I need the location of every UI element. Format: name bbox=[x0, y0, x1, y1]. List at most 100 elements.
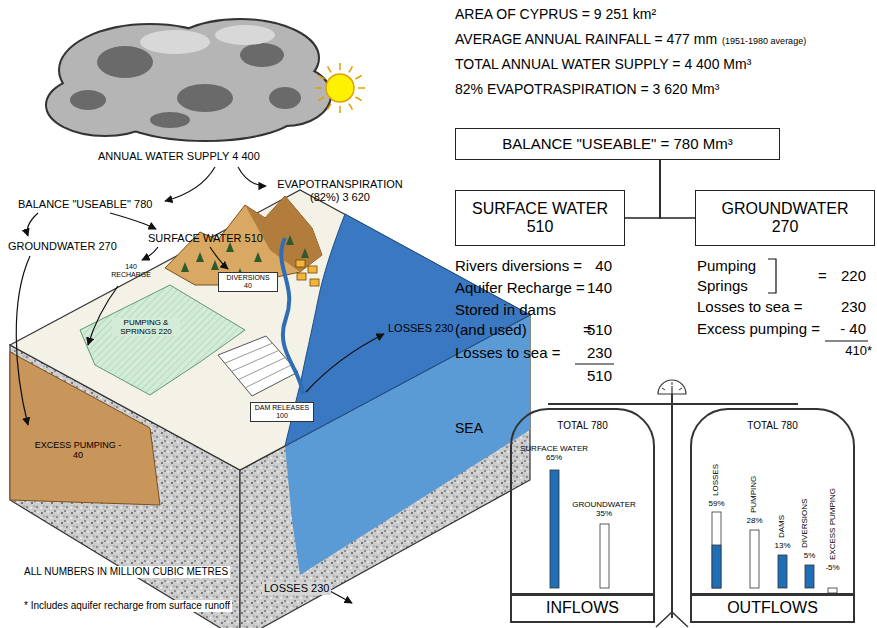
sun-ray bbox=[358, 87, 365, 89]
balance-scale bbox=[679, 388, 682, 390]
bar-value: -5% bbox=[825, 563, 839, 572]
balance-scale bbox=[672, 382, 673, 385]
sun-ray bbox=[349, 66, 353, 72]
bar-chart bbox=[750, 530, 759, 588]
bar-value: 59% bbox=[708, 499, 724, 508]
box-text: 270 bbox=[772, 218, 799, 236]
table-number: 230 bbox=[841, 298, 866, 315]
balance-scale bbox=[548, 380, 798, 627]
block-diagram bbox=[80, 285, 245, 395]
scale-pan: TOTAL 780INFLOWS bbox=[510, 408, 655, 623]
box-text: DAM RELEASES 100 bbox=[254, 404, 310, 420]
callout-box: DAM RELEASES 100 bbox=[250, 402, 314, 422]
cloud bbox=[70, 90, 106, 110]
block-diagram bbox=[10, 190, 530, 628]
flow-label: SURFACE WATER 510 bbox=[148, 232, 263, 245]
block-diagram bbox=[245, 365, 291, 388]
connector-line bbox=[625, 160, 660, 218]
table-number: 510 bbox=[587, 321, 612, 338]
flow-arrow bbox=[238, 167, 266, 186]
connector-line bbox=[660, 160, 695, 218]
block-diagram bbox=[10, 190, 530, 470]
block-diagram bbox=[310, 279, 319, 286]
cloud bbox=[47, 20, 330, 140]
cloud bbox=[215, 25, 275, 45]
units-note: ALL NUMBERS IN MILLION CUBIC METRES bbox=[22, 566, 230, 578]
flow-label: 140 RECHARGE bbox=[108, 263, 154, 279]
balance-scale bbox=[671, 386, 672, 394]
flow-arrow bbox=[306, 334, 384, 392]
box-text: BALANCE "USEABLE" = 780 Mm³ bbox=[502, 135, 732, 152]
table-number: - 40 bbox=[840, 320, 866, 337]
flow-arrow bbox=[328, 590, 352, 603]
sun-ray bbox=[318, 76, 324, 80]
bar-chart bbox=[778, 555, 787, 588]
bar-label: DIVERSIONS bbox=[800, 499, 809, 548]
sun bbox=[315, 63, 365, 113]
bar-label: EXCESS PUMPING bbox=[828, 488, 837, 560]
sun bbox=[326, 74, 354, 102]
bar-chart bbox=[712, 512, 721, 588]
table-number: 140 bbox=[587, 279, 612, 296]
flow-label: EVAPOTRANSPIRATION (82%) 3 620 bbox=[270, 178, 410, 203]
bar-label: SURFACE WATER 65% bbox=[518, 444, 590, 462]
table-text: Rivers diversions = bbox=[455, 257, 582, 274]
cloud bbox=[150, 112, 190, 128]
pan-title: INFLOWS bbox=[512, 593, 653, 621]
evapotranspiration-note: 82% EVAPOTRASPIRATION = 3 620 Mm³ bbox=[455, 81, 719, 97]
supply-note: TOTAL ANNUAL WATER SUPPLY = 4 400 Mm³ bbox=[455, 56, 751, 72]
cloud bbox=[47, 20, 330, 140]
cloud bbox=[113, 84, 297, 140]
block-diagram bbox=[285, 214, 530, 446]
bar-chart bbox=[805, 565, 814, 588]
block-diagram bbox=[238, 358, 285, 380]
table-rule bbox=[825, 340, 868, 341]
bar-chart bbox=[600, 524, 609, 588]
bar-value: 13% bbox=[774, 541, 790, 550]
flow-arrow bbox=[210, 247, 228, 269]
flow-arrow bbox=[110, 213, 156, 229]
block-diagram bbox=[296, 260, 305, 267]
block-diagram bbox=[296, 260, 319, 286]
block-diagram bbox=[297, 273, 306, 280]
table-text: Pumping bbox=[697, 257, 756, 274]
pan-total: TOTAL 780 bbox=[557, 420, 607, 432]
flow-arrow bbox=[16, 256, 30, 425]
sun-ray bbox=[349, 104, 353, 110]
table-number: 220 bbox=[841, 267, 866, 284]
sun-ray bbox=[315, 87, 322, 89]
flow-arrow bbox=[142, 247, 158, 260]
block-diagram bbox=[286, 235, 294, 245]
box-text: 510 bbox=[527, 218, 554, 236]
bar-label: LOSSES bbox=[711, 464, 720, 496]
bar-value: 28% bbox=[746, 516, 762, 525]
table-rule bbox=[575, 259, 868, 364]
cloud bbox=[240, 43, 284, 67]
bar-label: PUMPING bbox=[749, 476, 758, 513]
table-number: 230 bbox=[587, 344, 612, 361]
sun-ray bbox=[356, 76, 362, 80]
sun-ray bbox=[339, 63, 341, 70]
table-text: Losses to sea = bbox=[455, 344, 560, 361]
bar-chart bbox=[550, 470, 837, 593]
flow-label: LOSSES 230 bbox=[262, 582, 331, 595]
table-text: Stored in dams bbox=[455, 301, 556, 318]
block-diagram bbox=[211, 260, 219, 270]
block-diagram bbox=[301, 248, 309, 258]
bar-chart bbox=[712, 545, 721, 588]
box-text: GROUNDWATER bbox=[721, 200, 848, 218]
balance-scale bbox=[658, 380, 686, 394]
table-number: 40 bbox=[595, 257, 612, 274]
period-note: (1951-1980 average) bbox=[722, 36, 806, 46]
water-box: SURFACE WATER510 bbox=[455, 190, 625, 246]
table-text: Losses to sea = bbox=[697, 298, 802, 315]
block-diagram bbox=[254, 252, 262, 262]
bar-value: 5% bbox=[804, 551, 816, 560]
callout-box: DIVERSIONS 40 bbox=[218, 272, 278, 292]
balance-scale bbox=[671, 394, 673, 618]
area-note: AREA OF CYPRUS = 9 251 km² bbox=[455, 6, 656, 22]
flow-label: PUMPING & SPRINGS 220 bbox=[112, 318, 180, 336]
sun-ray bbox=[328, 66, 332, 72]
pan-total: TOTAL 780 bbox=[747, 420, 797, 432]
